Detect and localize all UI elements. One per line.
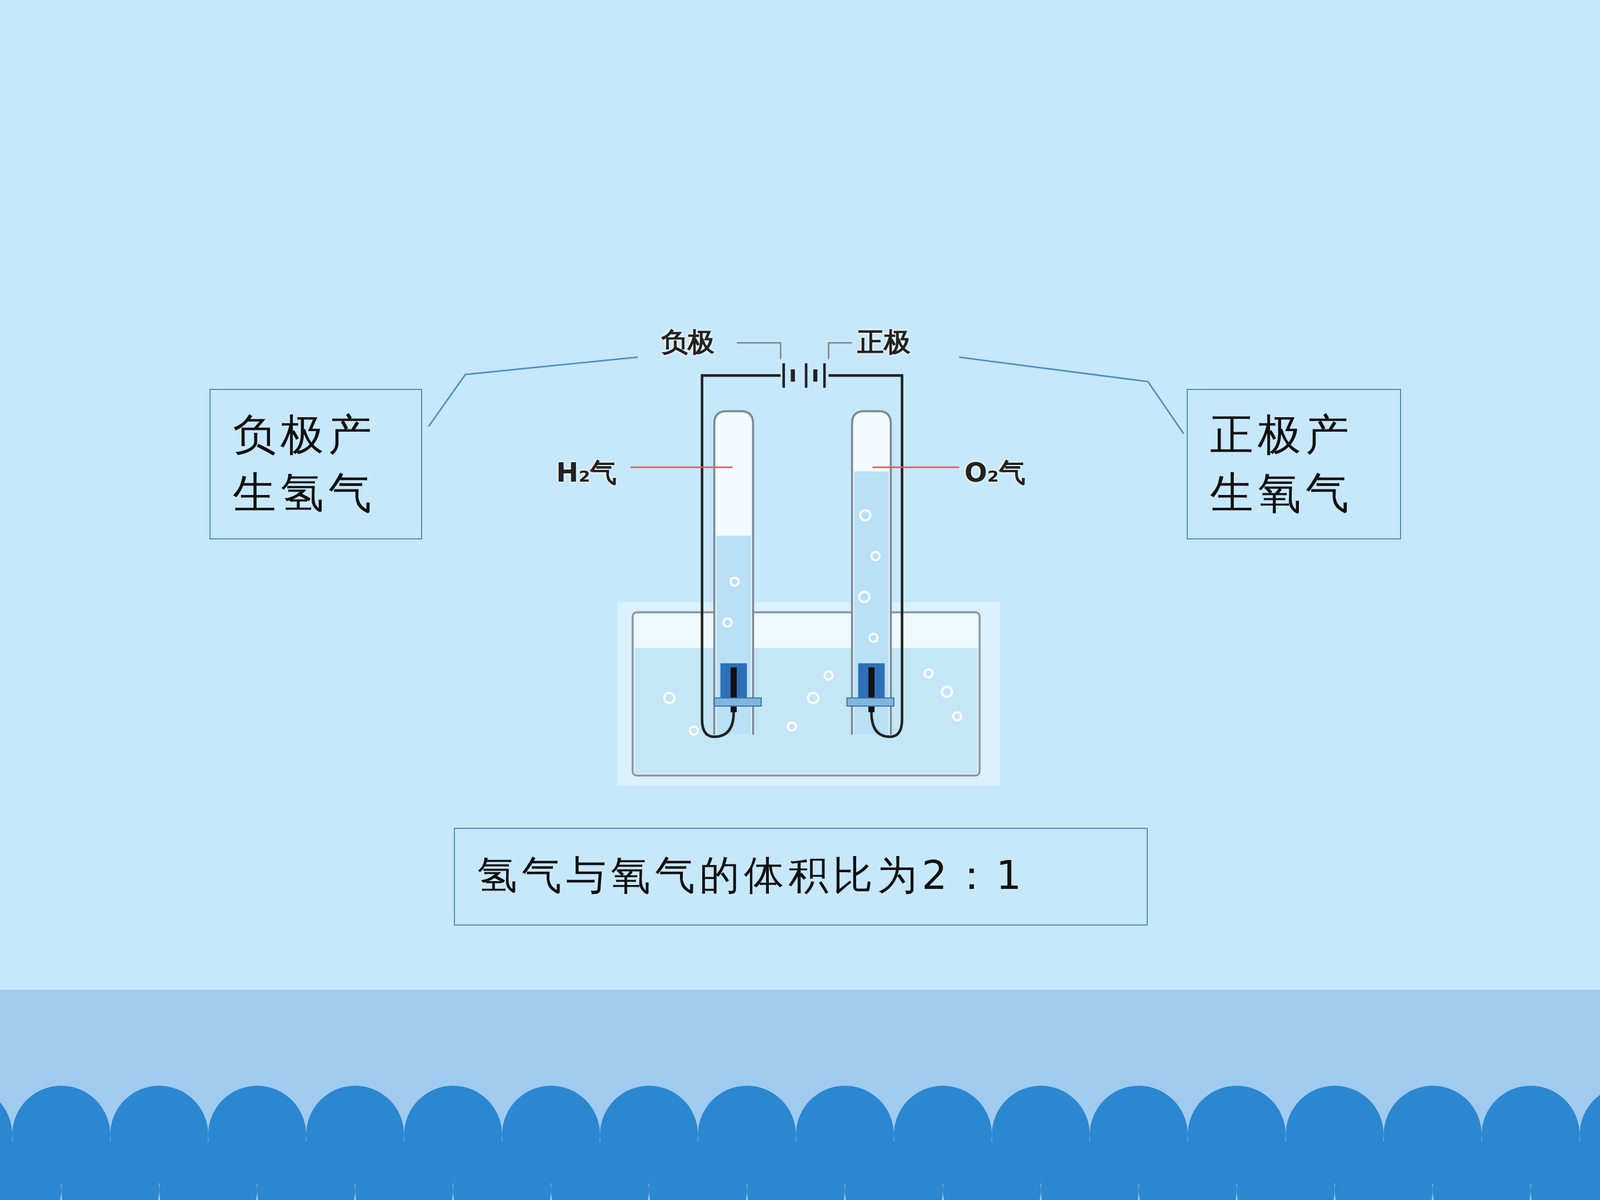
bubbles <box>664 510 962 735</box>
callout-box: 负极产生氢气 <box>209 388 423 540</box>
pointer-line <box>872 466 959 469</box>
scallop-pattern <box>0 1085 1600 1200</box>
electrode-label: 负极 <box>661 324 715 360</box>
wire <box>702 375 781 737</box>
callout-box: 正极产生氧气 <box>1186 388 1402 540</box>
conclusion-box: 氢气与氧气的体积比为2：1 <box>453 827 1148 926</box>
leader-line <box>428 357 638 427</box>
test-tube <box>714 411 754 735</box>
callout-text: 负极产生氢气 <box>232 405 399 523</box>
wire <box>828 375 902 737</box>
gas-label: H₂气 <box>556 455 617 491</box>
pointer-line <box>630 466 733 469</box>
water-trough <box>632 612 980 776</box>
callout-text: 正极产生氧气 <box>1210 405 1378 523</box>
electrode-label: 正极 <box>857 324 911 360</box>
battery-symbol <box>783 363 825 388</box>
gas-label: O₂气 <box>964 455 1026 491</box>
callout-text: 氢气与氧气的体积比为2：1 <box>477 851 1125 899</box>
test-tube <box>852 411 892 735</box>
leader-line <box>959 357 1184 434</box>
water <box>634 647 978 774</box>
